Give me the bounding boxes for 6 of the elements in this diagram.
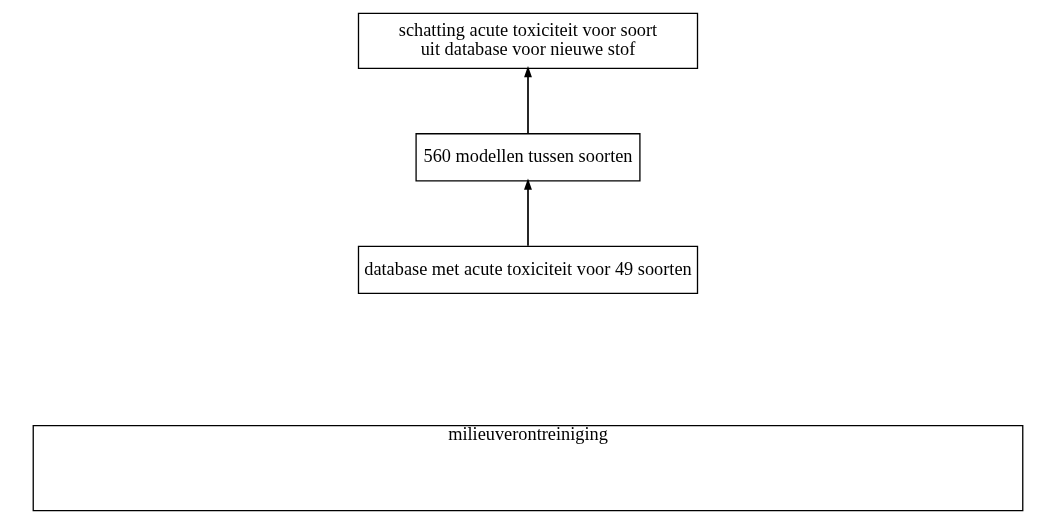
node-box: schatting acute toxiciteit voor soort uit database voor nieuwe stof [357,12,699,69]
arrow [524,178,532,247]
node-box: milieuverontreiniging [32,424,1024,512]
arrow [524,66,532,135]
node-box: 560 modellen tussen soorten [415,133,641,182]
node-box: database met acute toxiciteit voor 49 soorten [357,245,699,295]
